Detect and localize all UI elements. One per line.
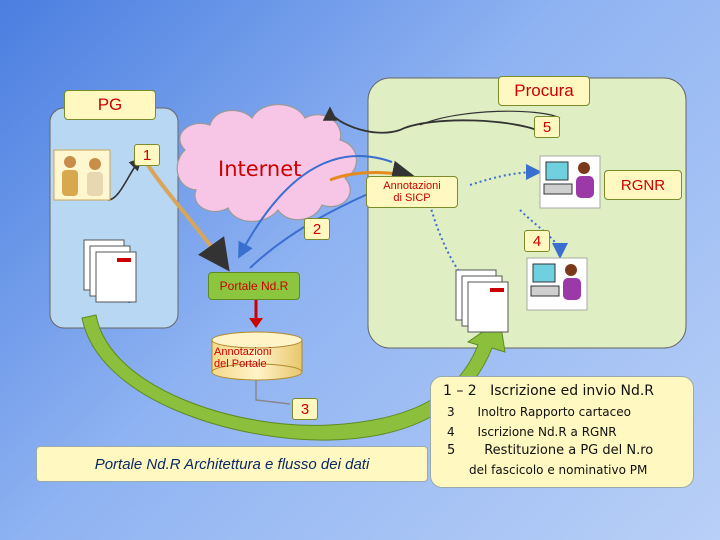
diagram-title: Portale Nd.R Architettura e flusso dei d… [36,446,428,482]
pg-label-text: PG [97,95,123,114]
annotazioni-sicp-label: Annotazioni di SICP [366,176,458,208]
legend-num: 3 [447,405,455,419]
operator-at-computer-icon [539,155,601,209]
legend-item: 1 – 2 Iscrizione ed invio Nd.R [443,383,654,399]
flow-arrow-orange [329,160,416,185]
legend-item: del fascicolo e nominativo PM [469,463,647,477]
flow-arrow-dark [419,110,561,126]
procura-label-text: Procura [514,81,574,100]
flow-arrow-blue [238,155,393,259]
annotazioni-sicp-line1: Annotazioni [383,180,441,192]
legend-box: 1 – 2 Iscrizione ed invio Nd.R 3 Inoltro… [430,376,694,488]
officers-icon [53,149,111,201]
annotazioni-sicp-line2: di SICP [393,192,431,204]
legend-text: Iscrizione Nd.R a RGNR [477,425,617,439]
portale-ndr-text: Portale Nd.R [219,279,289,293]
step-3-badge: 3 [292,398,318,420]
flow-arrow-blue [429,204,473,288]
step-1-badge: 1 [134,144,160,166]
portale-ndr-label: Portale Nd.R [208,272,300,300]
legend-text: Iscrizione ed invio Nd.R [490,383,655,399]
flow-arrow-tan [146,163,230,272]
annotazioni-portale-line2: del Portale [214,358,267,370]
legend-item: 4 Iscrizione Nd.R a RGNR [447,425,617,439]
legend-item: 5 Restituzione a PG del N.ro [447,443,653,458]
documents-icon [83,239,137,303]
step-4-badge: 4 [524,230,550,252]
annotazioni-portale-line1: Annotazioni [214,346,272,358]
step-2-badge: 2 [304,218,330,240]
legend-num: 4 [447,425,455,439]
legend-text: Restituzione a PG del N.ro [484,443,654,458]
legend-text: del fascicolo e nominativo PM [469,463,648,477]
internet-label: Internet [218,157,302,181]
step-5-badge: 5 [534,116,560,138]
flow-arrow-red-head [249,318,263,328]
legend-text: Inoltro Rapporto cartaceo [477,405,631,419]
pg-region-label: PG [64,90,156,120]
operator-at-computer-icon [526,257,588,311]
flow-arrow-green [81,314,506,441]
legend-num: 1 – 2 [443,383,477,399]
rgnr-label-text: RGNR [620,176,666,194]
documents-icon [455,269,509,333]
legend-num: 5 [447,443,456,458]
cloud-icon [176,104,358,222]
flow-arrow-dark [322,106,549,136]
annotazioni-portale-label: Annotazioni del Portale [214,346,300,370]
procura-region-label: Procura [498,76,590,106]
legend-item: 3 Inoltro Rapporto cartaceo [447,405,631,419]
database-cylinder-icon [211,331,303,381]
rgnr-label: RGNR [604,170,682,200]
diagram-title-text: Portale Nd.R Architettura e flusso dei d… [94,455,370,473]
